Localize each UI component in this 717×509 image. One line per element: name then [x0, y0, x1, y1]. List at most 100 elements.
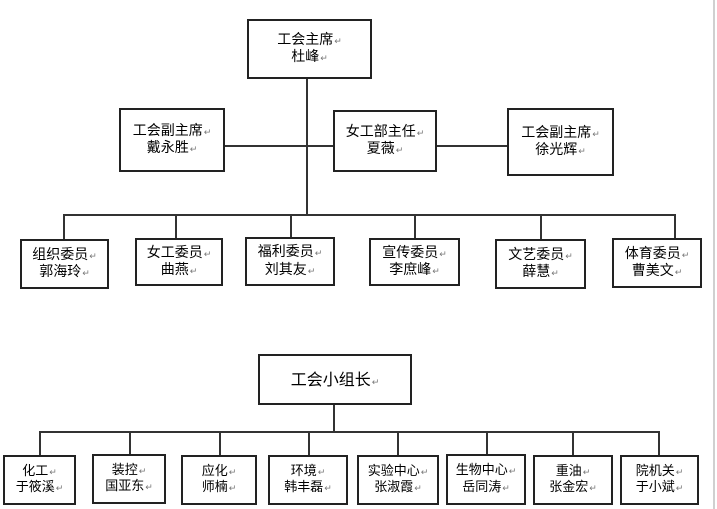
- return-mark: ↵: [414, 484, 422, 494]
- return-mark: ↵: [203, 249, 212, 260]
- return-mark: ↵: [189, 145, 198, 155]
- org-node-member-6: 体育委员↵ 曹美文↵: [612, 238, 702, 288]
- connector-mid-right: [437, 145, 507, 147]
- node-title: 生物中心: [455, 463, 508, 479]
- return-mark: ↵: [508, 467, 517, 478]
- org-node-vice-chairman-left: 工会副主席↵ 戴永胜↵: [119, 108, 225, 172]
- node-name: 于筱溪: [15, 480, 55, 495]
- connector-members-bus: [63, 214, 676, 216]
- return-mark: ↵: [317, 467, 326, 478]
- node-title: 院机关: [635, 463, 675, 479]
- return-mark: ↵: [675, 484, 684, 494]
- node-title: 体育委员: [624, 245, 681, 262]
- return-mark: ↵: [55, 484, 64, 494]
- node-title: 装控: [111, 462, 138, 478]
- return-mark: ↵: [138, 466, 147, 477]
- return-mark: ↵: [582, 467, 591, 478]
- node-title: 女工部主任: [345, 123, 416, 140]
- node-name: 薛慧: [522, 264, 551, 280]
- return-mark: ↵: [324, 484, 332, 494]
- return-mark: ↵: [675, 467, 684, 478]
- node-title: 应化: [201, 463, 228, 479]
- node-name: 夏薇: [366, 141, 395, 157]
- node-title: 福利委员: [257, 244, 314, 260]
- org-node-group-6: 生物中心↵ 岳同涛↵: [446, 454, 526, 505]
- connector-member-1: [63, 214, 65, 239]
- return-mark: ↵: [49, 467, 57, 478]
- connector-group-7: [572, 431, 574, 455]
- return-mark: ↵: [502, 483, 510, 494]
- return-mark: ↵: [320, 54, 328, 64]
- node-name: 李庶峰: [389, 262, 432, 278]
- org-node-group-7: 重油↵ 张金宏↵: [533, 455, 613, 505]
- return-mark: ↵: [578, 147, 586, 157]
- connector-member-5: [540, 214, 542, 239]
- return-mark: ↵: [82, 269, 90, 279]
- org-node-group-8: 院机关↵ 于小斌↵: [620, 455, 699, 505]
- return-mark: ↵: [674, 268, 683, 278]
- connector-mid-left: [225, 145, 333, 147]
- node-name: 刘其友: [264, 261, 307, 278]
- node-name: 张金宏: [549, 480, 589, 495]
- connector-group-trunk: [333, 404, 335, 433]
- return-mark: ↵: [89, 251, 97, 262]
- return-mark: ↵: [681, 250, 690, 261]
- connector-member-6: [674, 214, 676, 238]
- node-title: 工会副主席: [132, 122, 203, 139]
- node-title: 重油: [555, 463, 582, 479]
- return-mark: ↵: [416, 128, 425, 139]
- org-node-member-4: 宣传委员↵ 李庶峰↵: [369, 238, 460, 286]
- node-title: 工会小组长: [290, 369, 371, 389]
- return-mark: ↵: [307, 266, 316, 277]
- node-title: 工会副主席: [521, 124, 592, 141]
- return-mark: ↵: [589, 484, 597, 494]
- connector-group-6: [486, 431, 488, 454]
- org-node-member-1: 组织委员↵ 郭海玲↵: [20, 239, 109, 289]
- return-mark: ↵: [334, 36, 342, 47]
- return-mark: ↵: [592, 129, 600, 140]
- return-mark: ↵: [551, 269, 559, 279]
- connector-groups-bus: [39, 431, 659, 433]
- connector-group-8: [658, 431, 660, 455]
- node-name: 曲燕: [160, 262, 189, 278]
- connector-group-5: [397, 431, 399, 455]
- org-node-group-1: 化工↵ 于筱溪↵: [3, 455, 76, 505]
- node-title: 文艺委员: [508, 246, 565, 263]
- org-node-women-director: 女工部主任↵ 夏薇↵: [333, 110, 437, 172]
- connector-group-1: [39, 431, 41, 455]
- connector-member-2: [175, 214, 177, 238]
- return-mark: ↵: [314, 249, 323, 259]
- connector-member-3: [290, 214, 292, 237]
- node-title: 组织委员: [32, 246, 89, 263]
- return-mark: ↵: [395, 146, 404, 156]
- org-node-group-4: 环境↵ 韩丰磊↵: [268, 455, 348, 505]
- node-title: 实验中心: [367, 463, 420, 479]
- node-name: 国亚东: [105, 479, 145, 494]
- node-name: 韩丰磊: [284, 480, 324, 495]
- connector-group-2: [129, 431, 131, 454]
- org-node-group-5: 实验中心↵ 张淑霞↵: [357, 455, 439, 505]
- node-name: 张淑霞: [374, 480, 414, 495]
- node-title: 化工: [22, 463, 49, 479]
- return-mark: ↵: [371, 377, 380, 388]
- return-mark: ↵: [228, 484, 237, 494]
- node-title: 女工委员: [146, 244, 203, 261]
- return-mark: ↵: [420, 467, 429, 478]
- return-mark: ↵: [189, 267, 198, 277]
- node-name: 戴永胜: [146, 140, 189, 156]
- node-title: 工会主席: [277, 31, 334, 48]
- node-name: 师楠: [201, 480, 228, 495]
- org-node-chairman: 工会主席↵ 杜峰↵: [247, 19, 372, 79]
- node-name: 杜峰: [291, 49, 320, 65]
- connector-group-4: [308, 431, 310, 455]
- org-node-member-2: 女工委员↵ 曲燕↵: [135, 238, 223, 286]
- node-name: 曹美文: [631, 263, 674, 279]
- org-node-group-leaders: 工会小组长↵: [258, 354, 412, 405]
- connector-group-3: [219, 431, 221, 455]
- connector-member-4: [414, 214, 416, 238]
- org-node-group-2: 装控↵ 国亚东↵: [92, 454, 166, 504]
- return-mark: ↵: [439, 249, 447, 260]
- node-title: 宣传委员: [382, 244, 439, 261]
- org-node-vice-chairman-right: 工会副主席↵ 徐光辉↵: [507, 108, 614, 176]
- return-mark: ↵: [565, 251, 573, 262]
